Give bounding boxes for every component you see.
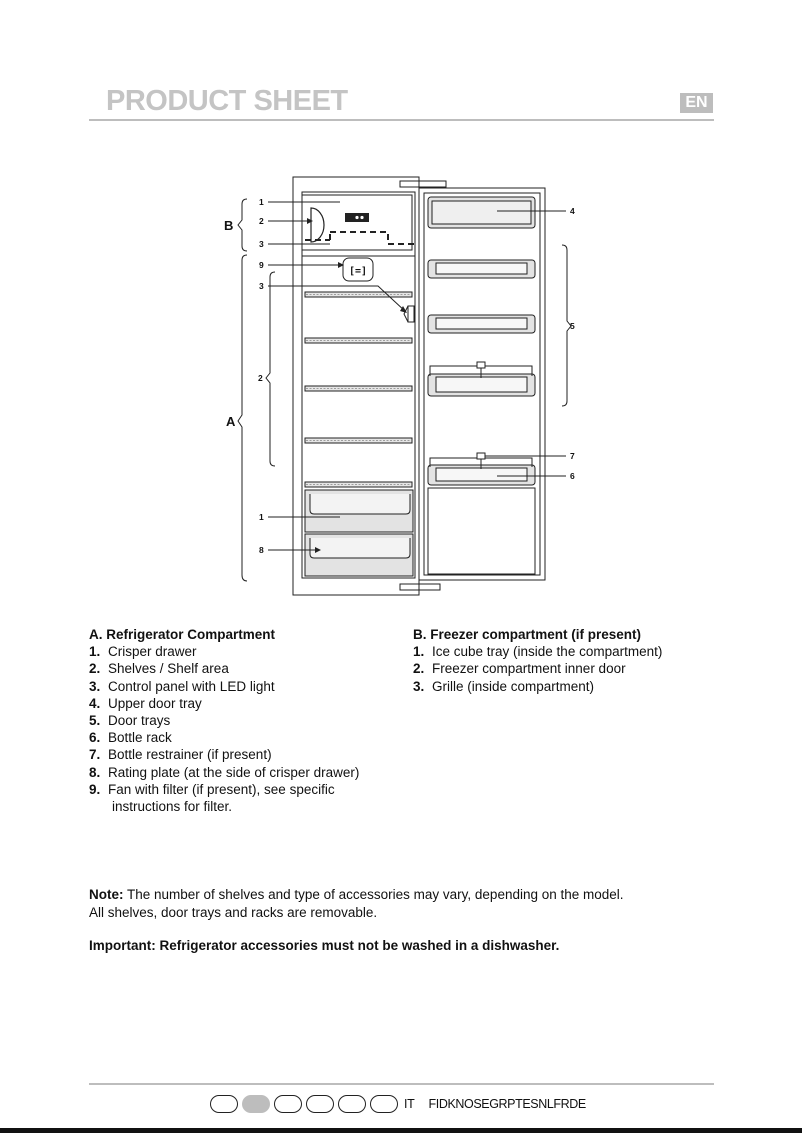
list-item: 8.Rating plate (at the side of crisper d… [89, 764, 360, 780]
brace-b [237, 198, 248, 252]
list-item: 7.Bottle restrainer (if present) [89, 747, 272, 763]
language-pill[interactable] [274, 1095, 302, 1113]
list-item: 6.Bottle rack [89, 730, 172, 746]
page-title: PRODUCT SHEET [106, 85, 348, 117]
freezer-heading: B. Freezer compartment (if present) [413, 627, 642, 642]
note-line-2: All shelves, door trays and racks are re… [89, 905, 378, 920]
language-pill[interactable] [210, 1095, 238, 1113]
brace-door-trays [561, 244, 572, 407]
note-label: Note: [89, 887, 124, 902]
language-badge: EN [680, 93, 713, 113]
callout-b2: 2 [259, 216, 264, 226]
list-item: 5.Door trays [89, 713, 171, 729]
list-item-continuation: instructions for filter. [112, 799, 233, 815]
freezer-box [301, 194, 413, 251]
list-item: 3.Grille (inside compartment) [413, 678, 595, 694]
cabinet-inner [301, 191, 416, 579]
door-outline [418, 187, 546, 581]
callout-d4: 4 [570, 206, 575, 216]
footer-rule [89, 1083, 714, 1085]
language-code: IT [404, 1097, 415, 1111]
callout-d6: 6 [570, 471, 575, 481]
language-pill[interactable] [306, 1095, 334, 1113]
fan-filter-shape [342, 257, 374, 282]
list-item: 9.Fan with filter (if present), see spec… [89, 781, 335, 797]
shelves [304, 291, 413, 488]
list-item: 2.Shelves / Shelf area [89, 661, 229, 677]
language-pill[interactable] [370, 1095, 398, 1113]
brace-shelf-area [265, 271, 276, 467]
freezer-legend: B. Freezer compartment (if present) 1.Ic… [413, 626, 662, 695]
bottom-hinge [399, 583, 441, 591]
list-item: 3.Control panel with LED light [89, 678, 275, 694]
list-item: 4.Upper door tray [89, 695, 202, 711]
callout-b3: 3 [259, 239, 264, 249]
door-inner [423, 192, 541, 576]
svg-text:[=]: [=] [349, 266, 367, 277]
language-list: FIDKNOSEGRPTESNLFRDE [428, 1097, 587, 1111]
refrigerator-diagram: [=] [224, 176, 575, 596]
freezer-grille [305, 231, 414, 245]
header-rule [89, 119, 714, 121]
brace-a [237, 254, 248, 582]
callout-a9: 9 [259, 260, 264, 270]
list-item: 1.Ice cube tray (inside the compartment) [413, 644, 663, 660]
note-paragraph: Note: The number of shelves and type of … [89, 886, 624, 922]
callout-a8: 8 [259, 545, 264, 555]
top-hinge [399, 180, 447, 188]
important-notice: Important: Refrigerator accessories must… [89, 938, 560, 953]
language-pill[interactable] [338, 1095, 366, 1113]
fridge-heading: A. Refrigerator Compartment [89, 627, 276, 642]
language-selector: IT FIDKNOSEGRPTESNLFRDE [210, 1094, 586, 1114]
callout-a2: 2 [258, 373, 263, 383]
callout-b1: 1 [259, 197, 264, 207]
section-label-b: B [224, 218, 233, 233]
note-line-1: The number of shelves and type of access… [123, 887, 624, 902]
callout-d5: 5 [570, 321, 575, 331]
section-label-a: A [226, 414, 236, 429]
callout-a3: 3 [259, 281, 264, 291]
ice-cube-tray-shape [310, 207, 325, 243]
list-item: 2.Freezer compartment inner door [413, 661, 626, 677]
crisper-drawers [304, 489, 414, 577]
led-light-shape [403, 305, 415, 323]
language-pill-active[interactable] [242, 1095, 270, 1113]
page-bottom-bar [0, 1128, 802, 1133]
list-item: 1.Crisper drawer [89, 644, 197, 660]
fridge-legend: A. Refrigerator Compartment 1.Crisper dr… [89, 626, 359, 815]
callout-a1: 1 [259, 512, 264, 522]
door-trays [427, 196, 536, 575]
callout-d7: 7 [570, 451, 575, 461]
